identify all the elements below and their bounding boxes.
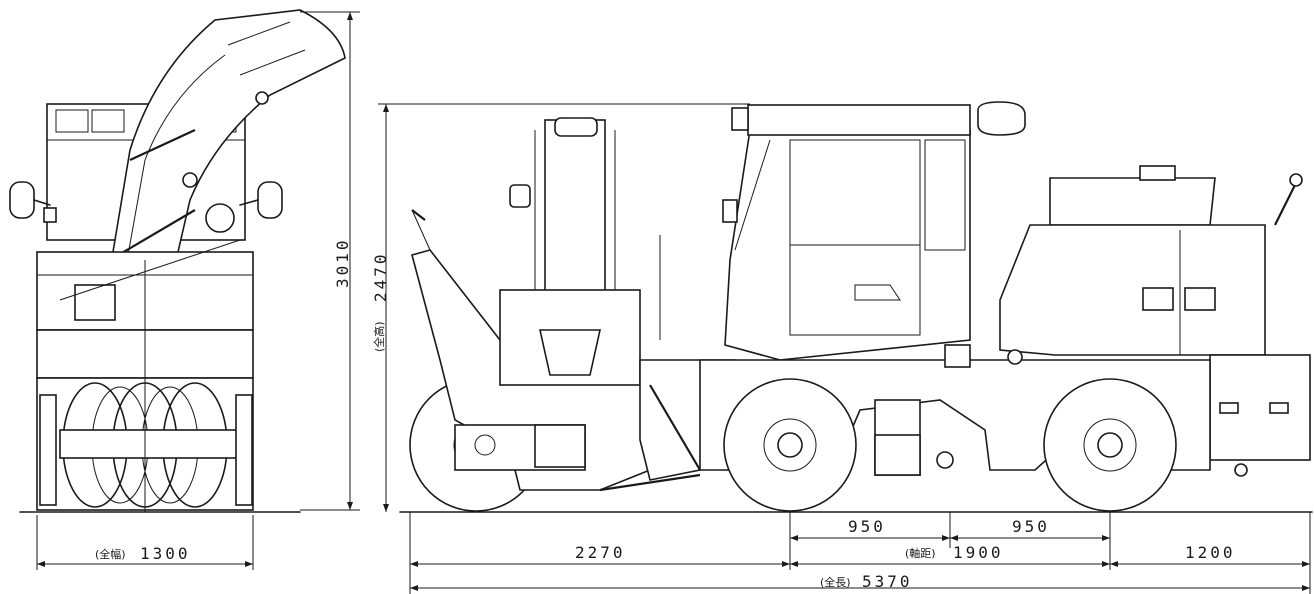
body-height-dimension: (全高) 2470	[371, 103, 750, 512]
body-height-value: 2470	[371, 251, 390, 302]
wheelbase-prefix: (軸距)	[905, 546, 936, 560]
half-wheelbase-rear: 950	[1012, 517, 1050, 536]
overhang-wheelbase-dimensions: 2270 (軸距) 1900 1200	[409, 512, 1311, 594]
body-height-prefix: (全高)	[372, 321, 386, 352]
front-overhang-value: 2270	[575, 543, 626, 562]
total-height-dimension: 3010	[300, 11, 360, 511]
width-prefix: (全幅)	[95, 547, 126, 561]
wheelbase-value: 1900	[953, 543, 1004, 562]
width-dimension: (全幅) 1300	[36, 515, 254, 570]
length-prefix: (全長)	[820, 575, 851, 589]
rear-overhang-value: 1200	[1185, 543, 1236, 562]
total-length-dimension: (全長) 5370	[410, 572, 1310, 591]
front-view	[9, 9, 346, 513]
side-view	[399, 101, 1313, 513]
half-wheelbase-dimensions: 950 950	[789, 512, 1111, 548]
half-wheelbase-front: 950	[848, 517, 886, 536]
left-mirror-icon	[9, 181, 57, 223]
total-height-value: 3010	[333, 237, 352, 288]
width-value: 1300	[140, 544, 191, 563]
right-mirror-icon	[239, 181, 283, 219]
length-value: 5370	[862, 572, 913, 591]
